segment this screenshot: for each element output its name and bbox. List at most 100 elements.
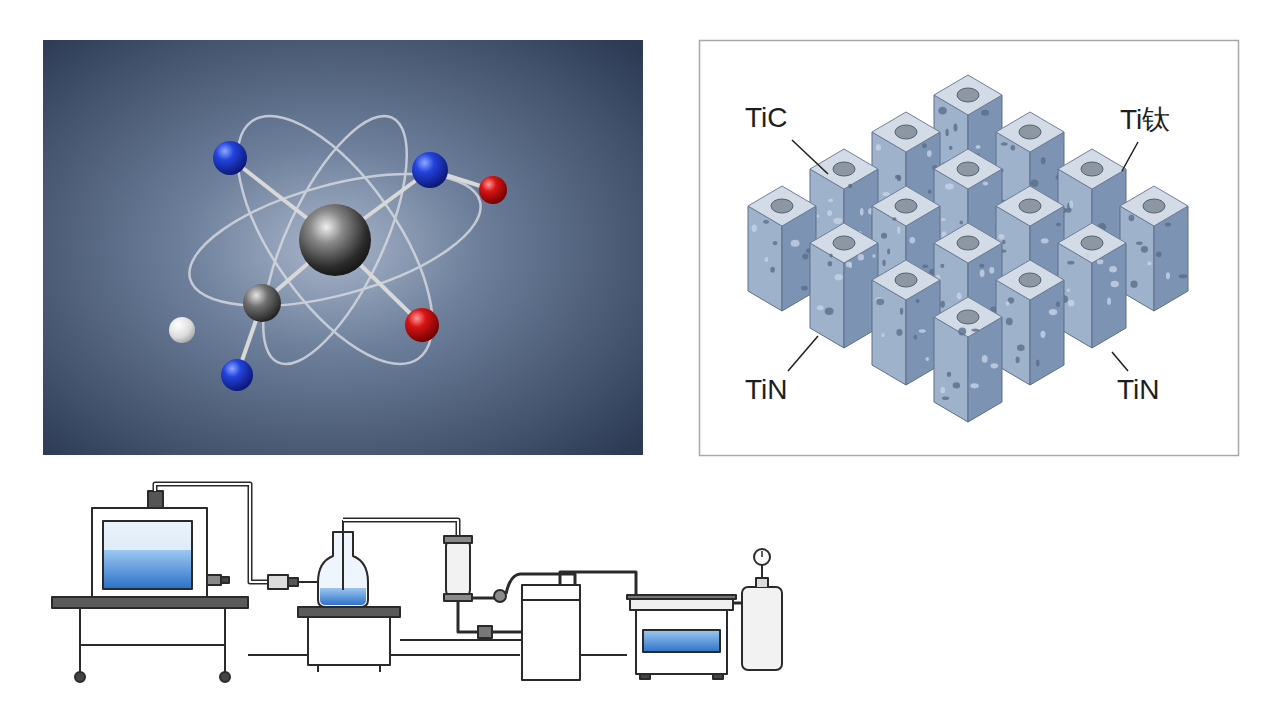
surface-pit (801, 286, 808, 291)
cube-pillar (934, 297, 1002, 422)
cube-hole (1019, 125, 1041, 139)
surface-pit (927, 150, 932, 157)
surface-pit (957, 292, 962, 299)
valve (478, 626, 492, 638)
chamber (92, 508, 207, 597)
surface-pit (802, 253, 808, 259)
surface-pit (940, 387, 945, 394)
joint (494, 590, 506, 602)
cube-hole (957, 88, 979, 102)
cube-top (748, 186, 816, 226)
surface-pit (1017, 344, 1025, 350)
surface-pit (1006, 301, 1010, 305)
atom (221, 359, 253, 391)
foot (640, 674, 650, 679)
cube-hole (895, 273, 917, 287)
cube-top (934, 75, 1002, 115)
leader-line (1122, 142, 1138, 171)
surface-pit (990, 363, 998, 368)
surface-pit (752, 225, 757, 233)
table-top (52, 597, 248, 608)
cube-hole (957, 310, 979, 324)
surface-pit (1006, 318, 1013, 325)
column-cap (444, 594, 472, 601)
liquid (320, 588, 366, 605)
surface-pit (953, 382, 960, 388)
cube-top (1058, 149, 1126, 189)
surface-pit (976, 145, 981, 149)
surface-pit (1130, 280, 1137, 287)
chamber-window (103, 521, 192, 589)
cube-top (996, 112, 1064, 152)
cylinder (742, 587, 782, 670)
surface-pit (940, 301, 945, 308)
surface-pit (892, 217, 896, 221)
callout-label: TiN (1117, 374, 1160, 406)
pipe-core (343, 520, 458, 540)
surface-pit (949, 146, 953, 150)
surface-pit (1056, 223, 1061, 226)
surface-pit (1056, 301, 1060, 307)
surface-pit (817, 305, 824, 310)
surface-pit (979, 264, 984, 268)
surface-pit (773, 241, 777, 245)
surface-pit (1179, 274, 1188, 278)
cube-pillar (810, 223, 878, 348)
atom (243, 284, 281, 322)
base-line (400, 639, 522, 641)
surface-pit (1031, 180, 1039, 187)
cube-top (872, 260, 940, 300)
cube-pillar (872, 260, 940, 385)
surface-pit (983, 182, 988, 186)
callout-label: TiC (745, 102, 788, 134)
surface-pit (872, 254, 875, 258)
gauge-stem (761, 565, 763, 578)
pipe (458, 601, 478, 632)
surface-pit (1041, 238, 1049, 243)
leader-line (788, 336, 818, 371)
surface-pit (1129, 215, 1135, 222)
atom (405, 308, 439, 342)
pipe (343, 520, 458, 540)
surface-pit (945, 184, 954, 190)
surface-pit (791, 240, 800, 247)
panel-frame (700, 41, 1239, 456)
surface-pit (1067, 288, 1070, 292)
surface-pit (1141, 246, 1148, 253)
cube-pillar (1120, 186, 1188, 311)
surface-pit (980, 269, 985, 277)
cube-hole (1081, 236, 1103, 250)
dip-tube (342, 520, 344, 590)
fitting (288, 578, 298, 586)
surface-pit (1166, 272, 1170, 279)
surface-pit (765, 257, 769, 262)
gauge (754, 549, 770, 565)
cube-top (1120, 186, 1188, 226)
liquid (104, 550, 191, 588)
leader-line (792, 140, 828, 174)
surface-pit (938, 107, 947, 115)
bath (636, 610, 727, 674)
base-line (580, 654, 627, 656)
surface-pit (958, 328, 966, 336)
surface-pit (970, 383, 979, 388)
surface-pit (876, 144, 881, 150)
surface-pit (1107, 297, 1111, 305)
cube-top (934, 149, 1002, 189)
bath-window (643, 630, 720, 652)
fitting (268, 575, 288, 589)
pump-line (522, 599, 580, 601)
surface-pit (900, 308, 903, 315)
surface-pit (1067, 261, 1074, 265)
cube-hole (1081, 162, 1103, 176)
surface-pit (1086, 252, 1090, 258)
cube-hole (957, 162, 979, 176)
surface-pit (848, 184, 852, 189)
surface-pit (953, 124, 957, 132)
surface-pit (1111, 281, 1119, 288)
surface-pit (981, 110, 989, 116)
cube-top (810, 223, 878, 263)
surface-pit (1109, 266, 1117, 273)
